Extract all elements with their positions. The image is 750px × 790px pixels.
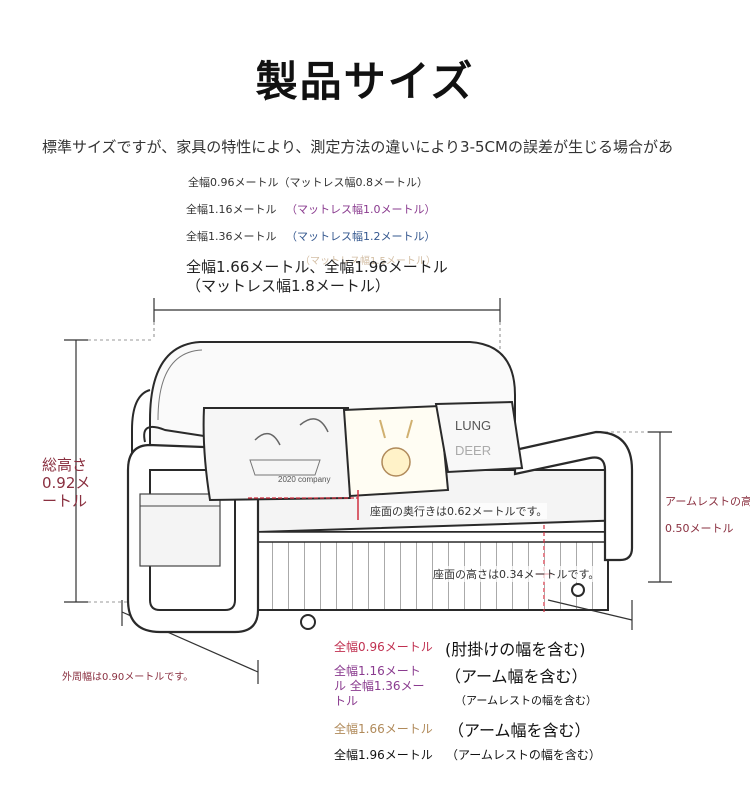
spec-196-label: 全幅1.96メートル xyxy=(334,748,433,762)
armrest-height-label: アームレストの高さ xyxy=(665,495,750,508)
width-option-166-196: 全幅1.66メートル、全幅1.96メートル（マットレス幅1.8メートル） xyxy=(186,258,448,295)
seat-height-label: 座面の高さは0.34メートルです。 xyxy=(433,566,600,582)
spec-196-note: （アームレストの幅を含む） xyxy=(446,748,601,762)
width-option-136-mattress: （マットレス幅1.2メートル） xyxy=(286,230,436,243)
pillow-left-text: 2020 company xyxy=(278,475,330,484)
width-option-096: 全幅0.96メートル（マットレス幅0.8メートル） xyxy=(188,176,428,189)
total-height-dimension xyxy=(64,339,152,603)
total-height-label: 総高さ0.92メートル xyxy=(42,456,91,510)
pillow-right-text-2: DEER xyxy=(455,443,491,458)
tolerance-note: 標準サイズですが、家具の特性により、測定方法の違いにより3-5CMの誤差が生じる… xyxy=(42,138,673,156)
width-option-116-mattress: （マットレス幅1.0メートル） xyxy=(286,203,436,216)
seat-depth-label: 座面の奥行きは0.62メートルです。 xyxy=(370,503,548,519)
spec-116-136-note: （アーム幅を含む） xyxy=(445,667,588,686)
spec-096-label: 全幅0.96メートル xyxy=(334,640,433,654)
armrest-height-dimension xyxy=(605,431,672,583)
armrest-height-value: 0.50メートル xyxy=(665,522,734,535)
spec-166-note: （アーム幅を含む） xyxy=(448,721,591,740)
spec-166-label: 全幅1.66メートル xyxy=(334,722,433,736)
width-option-116: 全幅1.16メートル （マットレス幅1.0メートル） xyxy=(186,201,436,217)
width-option-136: 全幅1.36メートル （マットレス幅1.2メートル） xyxy=(186,228,436,244)
width-option-116-label: 全幅1.16メートル xyxy=(186,203,277,216)
spec-116-136-label: 全幅1.16メートル 全幅1.36メートル xyxy=(334,664,425,708)
spec-096-note: (肘掛けの幅を含む) xyxy=(445,640,586,659)
outer-width-label: 外周幅は0.90メートルです。 xyxy=(62,672,194,683)
width-option-156-faded: （マットレス幅1.5メートル） xyxy=(300,256,436,267)
width-option-136-label: 全幅1.36メートル xyxy=(186,230,277,243)
seat-depth-marker xyxy=(248,490,359,520)
page-title: 製品サイズ xyxy=(255,57,475,106)
spec-116-136-subnote: （アームレストの幅を含む） xyxy=(455,694,598,707)
pillow-right-text-1: LUNG xyxy=(455,418,491,433)
